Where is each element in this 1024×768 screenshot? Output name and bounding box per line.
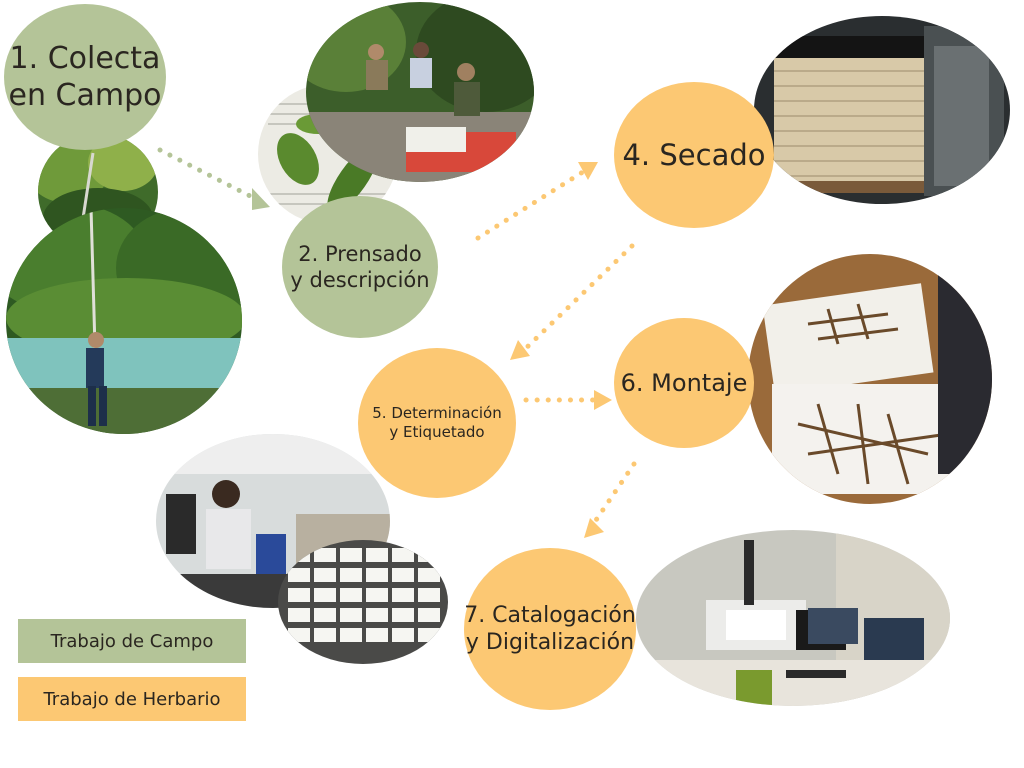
arrowhead-mounting — [594, 390, 612, 410]
photo-field-collection — [6, 208, 242, 434]
step-pressing: 2. Prensado y descripción — [282, 196, 438, 338]
arrowhead-pressing — [252, 188, 270, 210]
arrowhead-identification — [510, 340, 530, 360]
step-collection: 1. Colecta en Campo — [4, 4, 166, 150]
photo-digitization — [636, 530, 950, 706]
step-digitization-label: 7. Catalogación y Digitalización — [464, 602, 636, 656]
step-mounting: 6. Montaje — [614, 318, 754, 448]
legend-herbarium-work: Trabajo de Herbario — [18, 677, 246, 721]
legend-herbarium-label: Trabajo de Herbario — [43, 688, 221, 710]
step-collection-label: 1. Colecta en Campo — [8, 40, 162, 114]
step-drying-label: 4. Secado — [622, 137, 766, 172]
photo-field-team — [306, 2, 534, 182]
step-pressing-label: 2. Prensado y descripción — [290, 241, 430, 292]
step-mounting-label: 6. Montaje — [620, 369, 748, 397]
photo-labels — [278, 540, 448, 664]
arrow-mounting-to-digitization — [589, 461, 637, 529]
step-digitization: 7. Catalogación y Digitalización — [464, 548, 636, 710]
photo-drying — [754, 16, 1010, 204]
legend-field-work: Trabajo de Campo — [18, 619, 246, 663]
arrowhead-digitization — [584, 518, 604, 538]
arrowhead-drying — [578, 162, 598, 180]
arrow-collection-to-pressing — [157, 147, 261, 203]
step-identification-label: 5. Determinación y Etiquetado — [372, 404, 502, 441]
arrow-pressing-to-drying — [475, 167, 589, 241]
arrow-drying-to-identification — [519, 243, 635, 355]
step-identification: 5. Determinación y Etiquetado — [358, 348, 516, 498]
photo-mounting — [748, 254, 992, 504]
legend-field-label: Trabajo de Campo — [50, 630, 214, 652]
step-drying: 4. Secado — [614, 82, 774, 228]
